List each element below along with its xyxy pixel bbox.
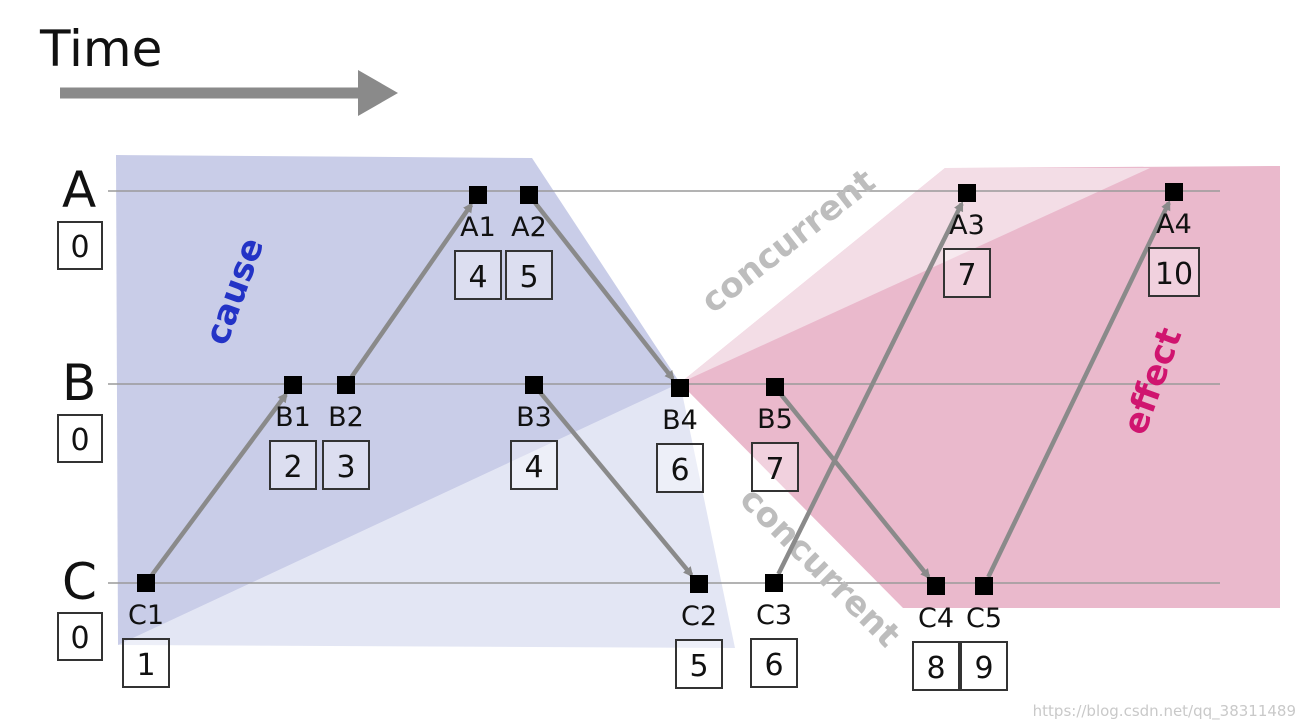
- time-arrow-icon: [60, 70, 398, 116]
- clock-box-c2: [675, 639, 723, 689]
- clock-value-b5: 7: [765, 452, 784, 487]
- clock-value-c3: 6: [764, 648, 783, 683]
- process-labels: A 0 B 0 C 0: [57, 161, 103, 661]
- message-arrows: [150, 200, 1171, 580]
- event-label-c5: C5: [966, 603, 1002, 634]
- event-label-c4: C4: [918, 603, 954, 634]
- event-label-a1: A1: [460, 212, 496, 243]
- clock-value-b1: 2: [283, 450, 302, 485]
- process-label-c: C: [62, 553, 97, 611]
- event-label-b1: B1: [275, 402, 311, 433]
- clock-box-b2: [322, 440, 370, 490]
- clock-box-c1: [122, 638, 170, 688]
- initial-clock-box-b: [57, 414, 103, 463]
- clock-value-a4: 10: [1155, 257, 1193, 292]
- clock-box-c3: [750, 638, 798, 688]
- event-label-b5: B5: [757, 404, 793, 435]
- clock-box-b3: [510, 440, 558, 490]
- event-label-c1: C1: [128, 600, 164, 631]
- initial-clock-a: 0: [70, 230, 89, 265]
- clock-box-a2: [505, 250, 553, 300]
- clock-value-a3: 7: [957, 258, 976, 293]
- clock-value-c1: 1: [136, 648, 155, 683]
- message-arrow-b2-a1: [349, 202, 474, 379]
- event-marker-b1: [284, 376, 302, 394]
- event-label-a4: A4: [1156, 209, 1192, 240]
- cause-region: [116, 155, 680, 645]
- event-marker-b2: [337, 376, 355, 394]
- clock-value-c4: 8: [926, 651, 945, 686]
- message-arrow-c1-b1: [150, 392, 288, 577]
- clock-box-a4: [1148, 247, 1200, 297]
- clock-value-b2: 3: [336, 450, 355, 485]
- clock-value-c2: 5: [689, 649, 708, 684]
- process-label-b: B: [62, 354, 96, 412]
- event-label-c2: C2: [681, 601, 717, 632]
- initial-clock-b: 0: [70, 423, 89, 458]
- process-label-a: A: [62, 161, 96, 219]
- event-marker-a1: [469, 186, 487, 204]
- regions: [116, 155, 1280, 648]
- event-label-a2: A2: [511, 212, 547, 243]
- clock-value-a2: 5: [519, 260, 538, 295]
- message-arrow-c3-a3: [776, 201, 964, 576]
- cause-future-region: [118, 383, 735, 648]
- event-label-c3: C3: [756, 600, 792, 631]
- event-marker-c1: [137, 574, 155, 592]
- time-title: Time: [39, 20, 162, 78]
- clock-box-a1: [454, 250, 502, 300]
- initial-clock-box-a: [57, 221, 103, 270]
- event-label-b2: B2: [328, 402, 364, 433]
- event-marker-c2: [690, 575, 708, 593]
- event-marker-a4: [1165, 183, 1183, 201]
- event-label-a3: A3: [949, 210, 985, 241]
- event-marker-c5: [975, 577, 993, 595]
- initial-clock-c: 0: [70, 621, 89, 656]
- clock-value-c5: 9: [974, 651, 993, 686]
- clock-box-b4: [656, 443, 704, 493]
- clock-box-b5: [751, 442, 799, 492]
- clock-box-b1: [269, 440, 317, 490]
- event-marker-c3: [765, 574, 783, 592]
- clock-box-c4: [912, 641, 960, 691]
- event-marker-b3: [525, 376, 543, 394]
- event-marker-a2: [520, 186, 538, 204]
- effect-light-region: [680, 168, 1150, 383]
- clock-value-b4: 6: [670, 453, 689, 488]
- clock-value-b3: 4: [524, 450, 543, 485]
- message-arrow-b5-c4: [779, 393, 931, 580]
- initial-clock-box-c: [57, 612, 103, 661]
- event-marker-b5: [766, 378, 784, 396]
- watermark: https://blog.csdn.net/qq_38311489: [1033, 702, 1296, 721]
- clock-box-c5: [960, 641, 1008, 691]
- message-arrow-b3-c2: [538, 391, 694, 578]
- clock-value-a1: 4: [468, 260, 487, 295]
- event-marker-b4: [671, 379, 689, 397]
- message-arrow-a2-b4: [533, 201, 675, 381]
- event-label-b4: B4: [662, 405, 698, 436]
- event-marker-c4: [927, 577, 945, 595]
- events: A14A25A37A410B12B23B34B46B57C11C25C36C48…: [122, 183, 1200, 691]
- event-marker-a3: [958, 184, 976, 202]
- message-arrow-c5-a4: [986, 200, 1171, 578]
- clock-box-a3: [943, 248, 991, 298]
- event-label-b3: B3: [516, 402, 552, 433]
